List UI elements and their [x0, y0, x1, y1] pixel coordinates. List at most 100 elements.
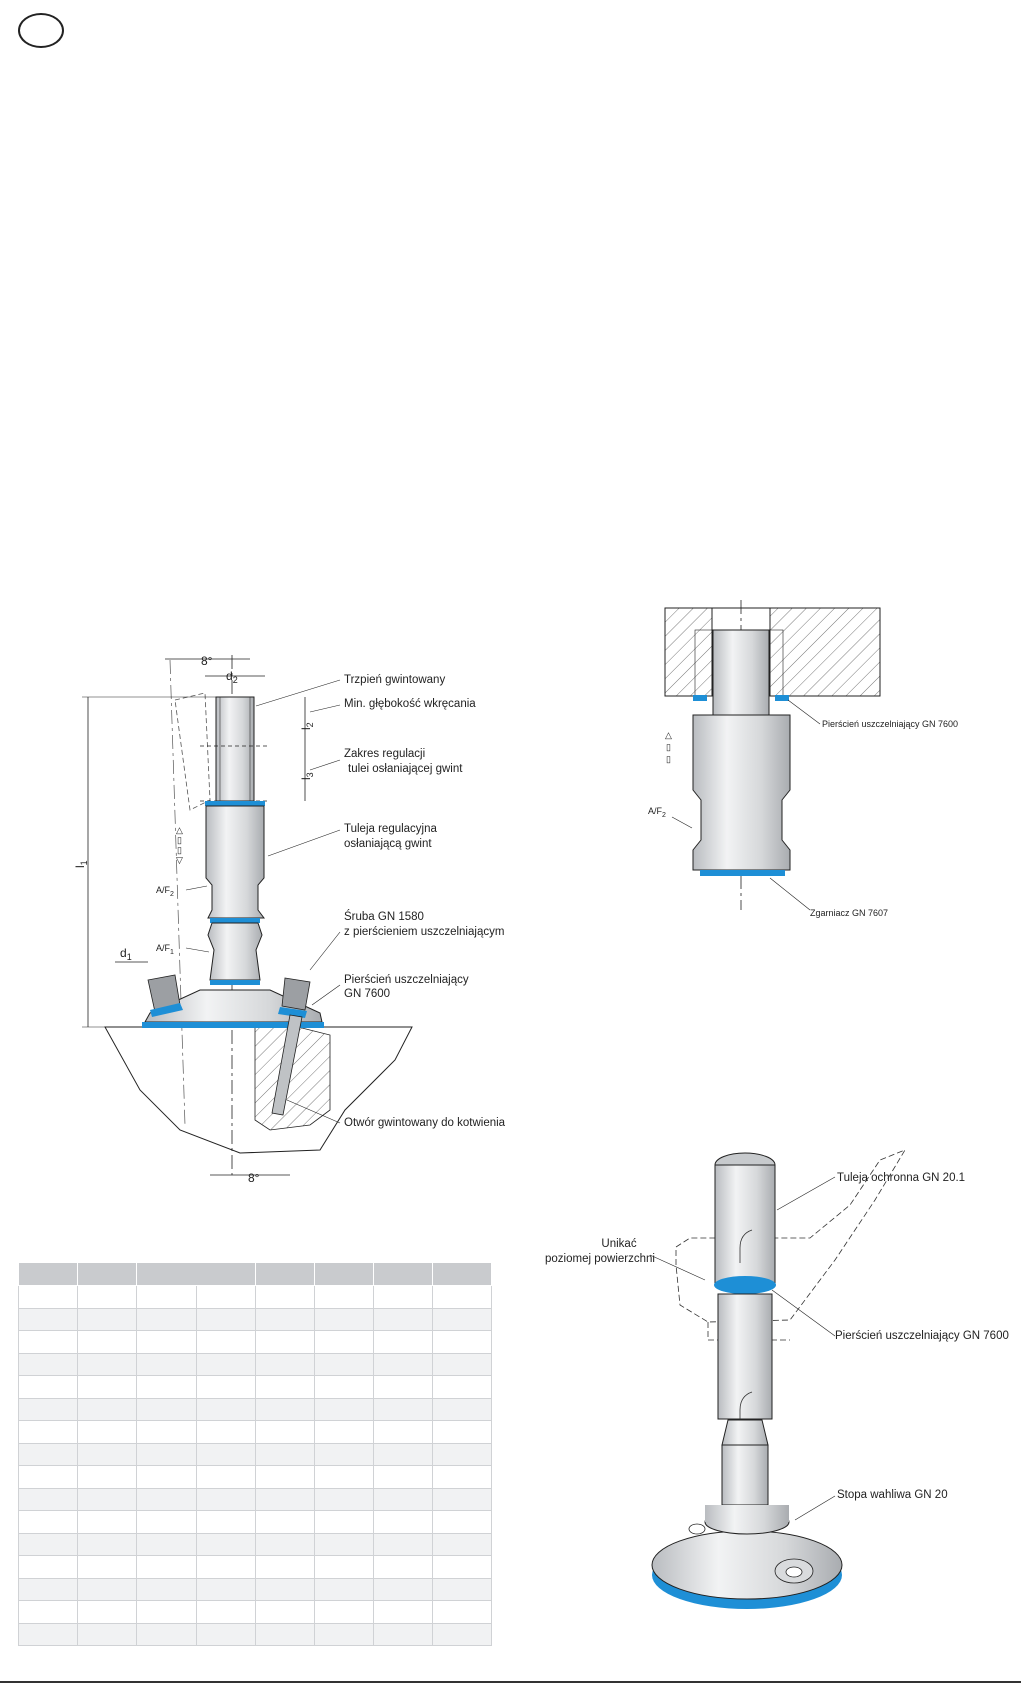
table-cell [195, 1330, 256, 1354]
table-cell [136, 1465, 197, 1489]
table-cell [18, 1330, 78, 1354]
table-cell [314, 1622, 374, 1646]
label-protective-sleeve: Tuleja ochronna GN 20.1 [837, 1172, 965, 1184]
table-cell [373, 1555, 433, 1579]
table-cell [77, 1442, 137, 1466]
table-cell [255, 1622, 315, 1646]
table-cell [195, 1420, 256, 1444]
table-row [18, 1465, 492, 1489]
table-cell [373, 1600, 433, 1624]
table-cell [18, 1397, 78, 1421]
label-avoid-2: poziomej powierzchni [545, 1253, 655, 1265]
table-cell [18, 1352, 78, 1376]
table-cell [432, 1465, 492, 1489]
table-cell [373, 1442, 433, 1466]
table-cell [136, 1532, 197, 1556]
table-cell [18, 1375, 78, 1399]
table-cell [314, 1465, 374, 1489]
table-cell [314, 1307, 374, 1331]
table-cell [373, 1420, 433, 1444]
table-cell [136, 1487, 197, 1511]
table-cell [373, 1352, 433, 1376]
label-detail-ring: Pierścień uszczelniający GN 7600 [822, 719, 958, 729]
table-cell [314, 1600, 374, 1624]
table-cell [195, 1510, 256, 1534]
region-badge [18, 13, 64, 48]
table-cell [18, 1285, 78, 1309]
table-cell [373, 1510, 433, 1534]
table-cell [432, 1307, 492, 1331]
table-cell [77, 1532, 137, 1556]
table-cell [77, 1600, 137, 1624]
table-cell [18, 1622, 78, 1646]
table-cell [432, 1577, 492, 1601]
table-cell [255, 1510, 315, 1534]
table-cell [255, 1397, 315, 1421]
dim-l2: l2 [299, 722, 315, 730]
table-cell [77, 1307, 137, 1331]
af1-label: A/F1 [156, 943, 174, 956]
table-cell [136, 1352, 197, 1376]
table-cell [195, 1532, 256, 1556]
arrow-down-glyph: ▽ [176, 855, 183, 865]
table-cell [432, 1442, 492, 1466]
table-cell [255, 1420, 315, 1444]
table-cell [77, 1330, 137, 1354]
table-cell [255, 1352, 315, 1376]
table-cell [195, 1352, 256, 1376]
table-cell [77, 1577, 137, 1601]
table-cell [18, 1555, 78, 1579]
table-cell [77, 1555, 137, 1579]
table-cell [314, 1397, 374, 1421]
box-glyph-3: ▯ [666, 742, 671, 752]
table-cell [77, 1352, 137, 1376]
table-cell [373, 1375, 433, 1399]
box-glyph: ▯ [177, 835, 182, 845]
table-cell [432, 1285, 492, 1309]
table-header-cell [18, 1262, 78, 1286]
table-cell [373, 1285, 433, 1309]
table-row [18, 1330, 492, 1354]
table-cell [373, 1330, 433, 1354]
table-cell [136, 1622, 197, 1646]
table-cell [77, 1397, 137, 1421]
table-header-cell [314, 1262, 374, 1286]
table-cell [195, 1465, 256, 1489]
table-cell [432, 1532, 492, 1556]
table-row [18, 1577, 492, 1601]
table-header-cell [432, 1262, 492, 1286]
table-cell [432, 1352, 492, 1376]
table-cell [314, 1330, 374, 1354]
label-hole: Otwór gwintowany do kotwienia [344, 1117, 506, 1129]
label-ring-1: Pierścień uszczelniający [344, 974, 469, 986]
table-row [18, 1307, 492, 1331]
table-cell [136, 1577, 197, 1601]
dim-d1: d1 [120, 946, 132, 962]
table-cell [255, 1442, 315, 1466]
table-header-cell [77, 1262, 137, 1286]
label-adj-range-1: Zakres regulacji [344, 748, 425, 760]
table-cell [314, 1420, 374, 1444]
table-cell [255, 1307, 315, 1331]
table-cell [432, 1487, 492, 1511]
table-row [18, 1622, 492, 1646]
angle-top: 8° [201, 654, 213, 668]
table-cell [314, 1285, 374, 1309]
label-sleeve-2: osłaniającą gwint [344, 838, 432, 850]
table-cell [373, 1622, 433, 1646]
table-row [18, 1375, 492, 1399]
table-cell [195, 1375, 256, 1399]
box-glyph-4: ▯ [666, 754, 671, 764]
table-cell [18, 1465, 78, 1489]
table-cell [373, 1465, 433, 1489]
dim-d2: d2 [226, 669, 238, 685]
table-cell [373, 1397, 433, 1421]
table-cell [432, 1622, 492, 1646]
table-cell [77, 1465, 137, 1489]
spec-table [18, 1262, 492, 1646]
table-row [18, 1510, 492, 1534]
table-cell [77, 1487, 137, 1511]
box-glyph-2: ▯ [177, 845, 182, 855]
table-row [18, 1420, 492, 1444]
